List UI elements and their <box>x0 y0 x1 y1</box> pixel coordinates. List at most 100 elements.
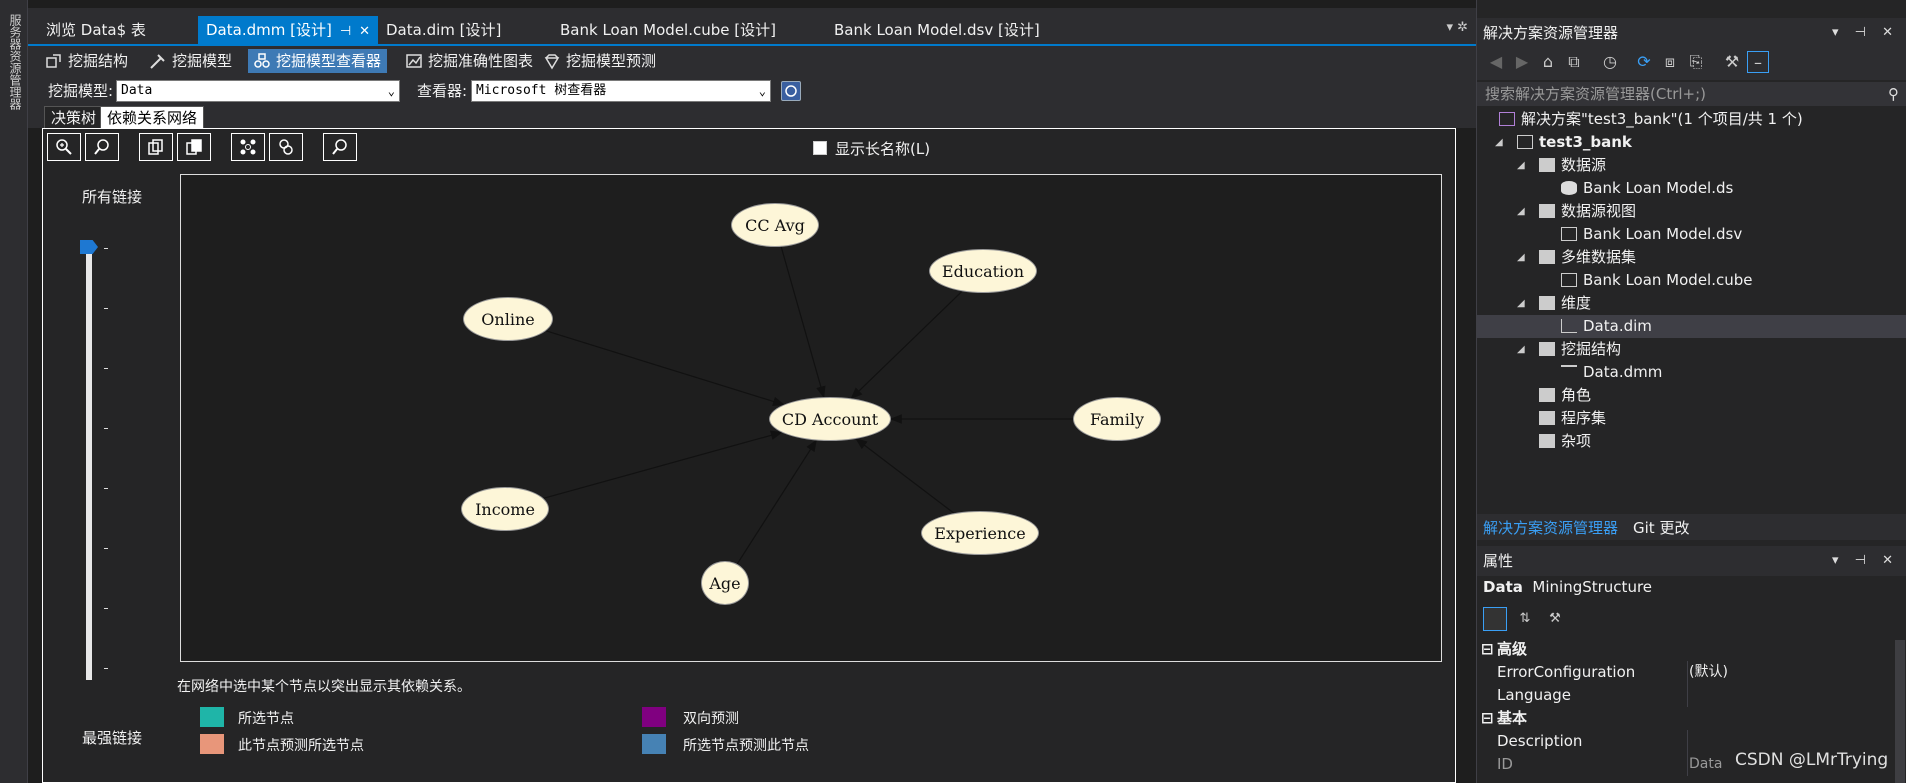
mining-model-value: Data <box>121 83 153 98</box>
tab-git-changes[interactable]: Git 更改 <box>1633 519 1690 537</box>
tab-browse-data[interactable]: 浏览 Data$ 表 <box>38 16 154 44</box>
property-row[interactable]: Description <box>1477 730 1895 753</box>
show-long-names-checkbox[interactable] <box>813 141 827 155</box>
tab-decision-tree[interactable]: 决策树 <box>44 106 104 128</box>
expand-icon[interactable]: ◢ <box>1517 344 1525 355</box>
node-income[interactable]: Income <box>461 487 549 531</box>
tab-overflow-tools[interactable]: ▾ ✲ <box>1446 20 1468 35</box>
node-edu[interactable]: Education <box>929 249 1037 293</box>
property-pages-icon[interactable]: ⚒ <box>1549 611 1561 626</box>
tree-item-assemblies[interactable]: 程序集 <box>1539 407 1606 430</box>
tree-item-project[interactable]: ◢test3_bank <box>1495 131 1632 154</box>
link-strength-slider[interactable] <box>86 240 92 680</box>
property-row[interactable]: Language <box>1477 684 1895 707</box>
expand-icon[interactable]: ◢ <box>1517 206 1525 217</box>
expand-icon[interactable]: ◢ <box>1517 160 1525 171</box>
expand-icon[interactable]: ◢ <box>1495 137 1503 148</box>
model-viewer-button[interactable]: 挖掘模型查看器 <box>248 49 388 73</box>
tree-item-dim[interactable]: Data.dim <box>1477 315 1906 338</box>
mining-icon <box>1561 365 1577 379</box>
pending-changes-icon[interactable]: ◷ <box>1603 52 1617 71</box>
pin-icon[interactable]: ⊣ <box>339 24 352 39</box>
datasource-icon <box>1561 181 1577 195</box>
property-value[interactable]: Data <box>1689 756 1723 772</box>
tab-dependency-network[interactable]: 依赖关系网络 <box>100 106 205 128</box>
node-family[interactable]: Family <box>1073 397 1161 441</box>
tree-item-dsv-folder[interactable]: ◢数据源视图 <box>1517 200 1636 223</box>
node-age[interactable]: Age <box>701 561 749 605</box>
tree-item-label: 多维数据集 <box>1561 248 1637 266</box>
sync-icon[interactable]: ⟳ <box>1637 52 1651 71</box>
slider-thumb[interactable] <box>80 240 98 254</box>
preview-icon[interactable]: – <box>1747 51 1769 73</box>
tab-data-dim[interactable]: Data.dim [设计] <box>378 16 509 44</box>
expand-icon[interactable]: ◢ <box>1517 298 1525 309</box>
mining-model-button[interactable]: 挖掘模型 <box>144 49 238 73</box>
tab-dsv[interactable]: Bank Loan Model.dsv [设计] <box>826 16 1048 44</box>
property-value[interactable]: (默认) <box>1689 664 1728 680</box>
tree-item-dmm[interactable]: Data.dmm <box>1561 361 1662 384</box>
tree-item-cube[interactable]: Bank Loan Model.cube <box>1561 269 1753 292</box>
properties-icon[interactable]: ⚒ <box>1724 52 1740 71</box>
back-icon[interactable]: ◀ <box>1489 52 1503 71</box>
find-node-button[interactable] <box>269 133 303 161</box>
solution-search-input[interactable]: 搜索解决方案资源管理器(Ctrl+;) ⚲ <box>1477 82 1906 106</box>
node-exp[interactable]: Experience <box>921 511 1039 555</box>
properties-scrollbar[interactable] <box>1895 640 1905 783</box>
graph-edges <box>543 246 1073 565</box>
expand-icon[interactable]: ◢ <box>1517 252 1525 263</box>
tree-item-cubes-folder[interactable]: ◢ 多维数据集 <box>1517 246 1637 269</box>
properties-object-selector[interactable]: Data MiningStructure <box>1483 578 1652 596</box>
tree-item-mining-folder[interactable]: ◢挖掘结构 <box>1517 338 1621 361</box>
tree-item-misc[interactable]: 杂项 <box>1539 430 1591 453</box>
home-icon[interactable]: ⌂ <box>1542 52 1554 71</box>
copy-graph-button[interactable] <box>177 133 211 161</box>
categorized-icon[interactable] <box>1483 607 1507 631</box>
show-all-files-icon[interactable]: ⎘ <box>1689 52 1703 71</box>
pane-tools[interactable]: ▾ ⊣ ✕ <box>1831 553 1899 568</box>
node-cd[interactable]: CD Account <box>769 397 891 441</box>
pane-tools[interactable]: ▾ ⊣ ✕ <box>1831 25 1899 40</box>
refresh-viewer-icon[interactable] <box>781 81 801 101</box>
toolbar-label: 挖掘结构 <box>68 52 129 70</box>
category-advanced[interactable]: ⊟高级 <box>1477 638 1895 661</box>
legend-swatch-selected-predicts <box>642 734 666 754</box>
viewer-select[interactable]: Microsoft 树查看器⌄ <box>471 80 771 102</box>
prediction-button[interactable]: 挖掘模型预测 <box>538 49 662 73</box>
collapse-icon[interactable]: ⊟ <box>1481 709 1494 727</box>
legend-swatch-predicts-selected <box>200 734 224 754</box>
node-online[interactable]: Online <box>463 297 553 341</box>
accuracy-chart-button[interactable]: 挖掘准确性图表 <box>400 49 539 73</box>
copy-button[interactable] <box>139 133 173 161</box>
mining-model-select[interactable]: Data⌄ <box>116 80 400 102</box>
tree-item-data-sources[interactable]: ◢数据源 <box>1517 154 1606 177</box>
zoom-in-button[interactable] <box>47 133 81 161</box>
tree-item-ds[interactable]: Bank Loan Model.ds <box>1561 177 1733 200</box>
properties-header: 属性 ▾ ⊣ ✕ <box>1477 546 1906 576</box>
property-row[interactable]: ErrorConfiguration(默认) <box>1477 661 1895 684</box>
alphabetical-icon[interactable]: ⇅ <box>1519 611 1531 626</box>
tab-cube[interactable]: Bank Loan Model.cube [设计] <box>552 16 784 44</box>
switch-view-icon[interactable]: ⧉ <box>1568 52 1580 71</box>
tree-item-dimensions-folder[interactable]: ◢维度 <box>1517 292 1591 315</box>
search-button[interactable] <box>323 133 357 161</box>
zoom-out-button[interactable] <box>85 133 119 161</box>
close-icon[interactable]: ✕ <box>359 24 371 39</box>
tree-item-label: 杂项 <box>1561 432 1592 450</box>
tree-item-roles[interactable]: 角色 <box>1539 384 1591 407</box>
tab-data-dmm[interactable]: Data.dmm [设计]⊣✕ <box>198 16 379 44</box>
collapse-all-icon[interactable]: ⧈ <box>1664 52 1676 71</box>
category-basic[interactable]: ⊟基本 <box>1477 707 1895 730</box>
mining-structure-button[interactable]: 挖掘结构 <box>40 49 134 73</box>
collapse-icon[interactable]: ⊟ <box>1481 640 1494 658</box>
tab-solution-explorer[interactable]: 解决方案资源管理器 <box>1483 519 1619 537</box>
edge-exp-to-cd <box>855 438 955 514</box>
tree-item-dsv[interactable]: Bank Loan Model.dsv <box>1561 223 1742 246</box>
layout-button[interactable] <box>231 133 265 161</box>
node-cc[interactable]: CC Avg <box>731 203 819 247</box>
tree-item-solution[interactable]: 解决方案"test3_bank"(1 个项目/共 1 个) <box>1499 108 1803 131</box>
forward-icon[interactable]: ▶ <box>1515 52 1529 71</box>
server-explorer-strip[interactable]: 服务器资源管理器 <box>0 0 28 783</box>
